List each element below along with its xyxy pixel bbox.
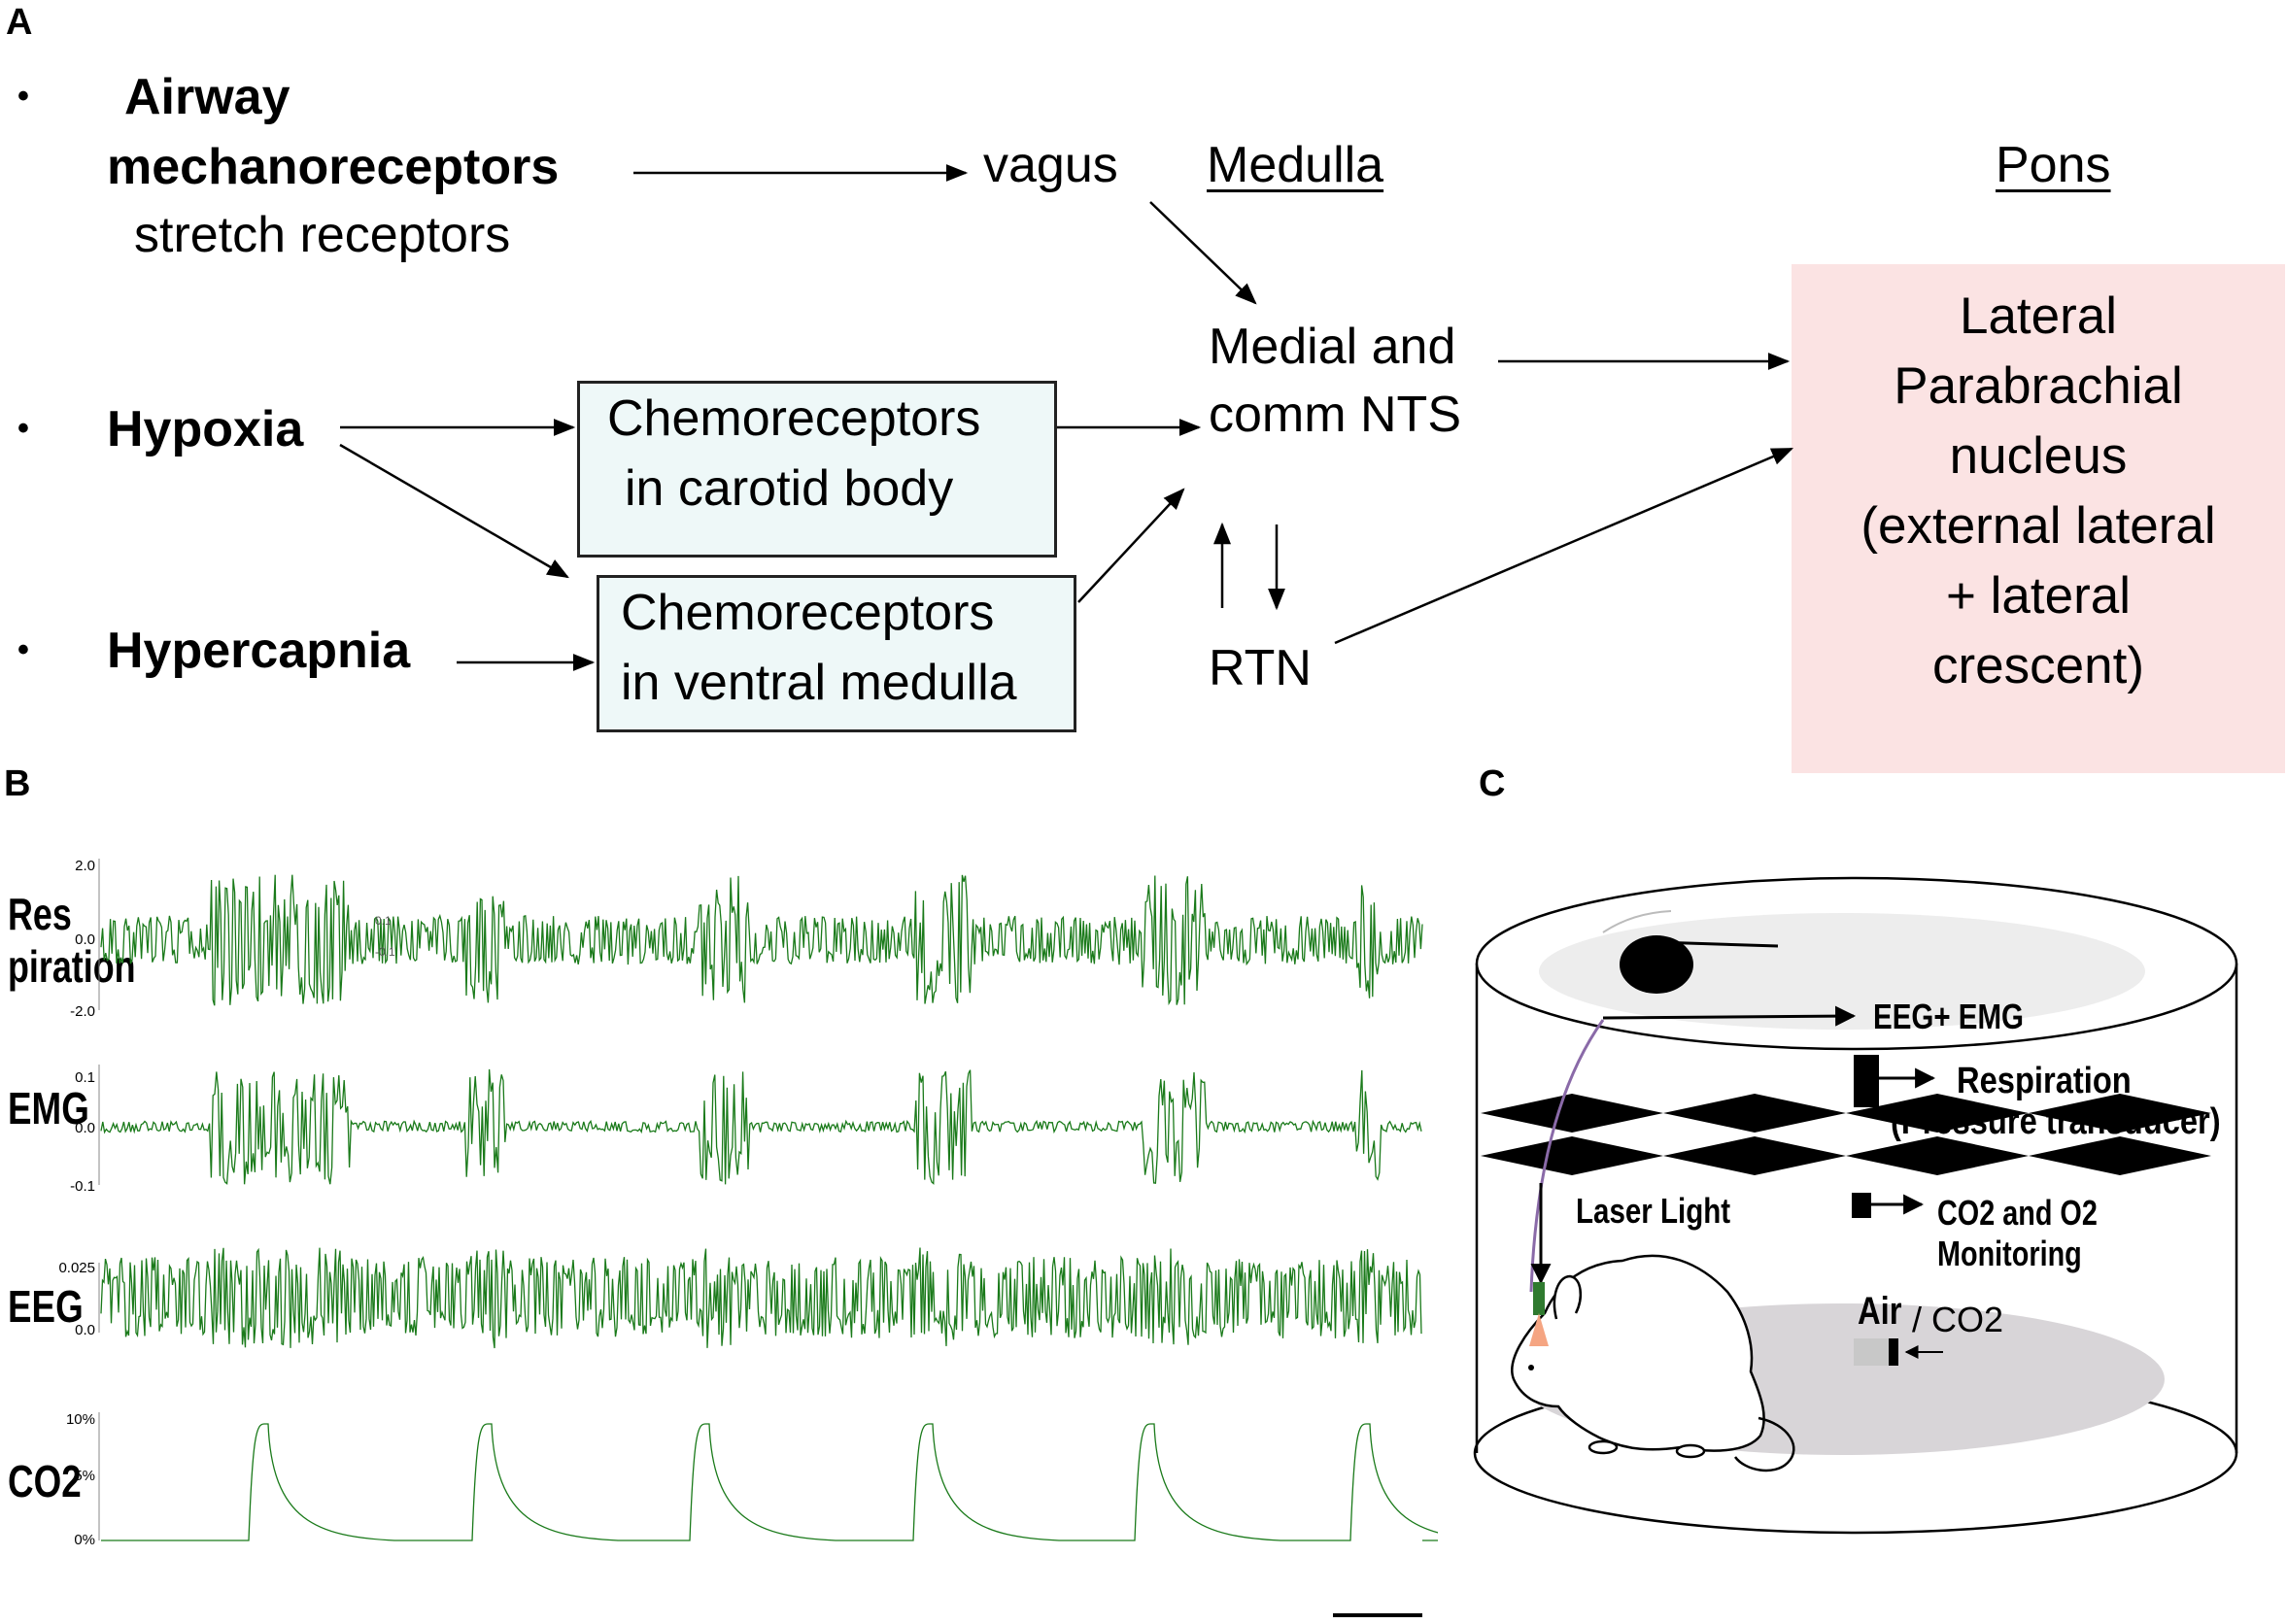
nts-line-2: comm NTS (1209, 387, 1461, 443)
eeg-label: EEG (8, 1281, 84, 1332)
pons-line-4: (external lateral (1860, 497, 2216, 555)
stretch-receptors-label: stretch receptors (134, 207, 511, 263)
air-inlet-cap (1889, 1338, 1898, 1366)
mesh-floor (1481, 1094, 2211, 1175)
resp-tick-bot: -2.0 (70, 1003, 95, 1020)
resp-marker-bot: -0.1 (375, 945, 395, 959)
pons-line-5: + lateral (1945, 567, 2132, 625)
panel-c-letter: C (1479, 763, 1506, 804)
ventral-line-2: in ventral medulla (621, 655, 1017, 711)
eeg-emg-text: EEG+ EMG (1873, 997, 2025, 1036)
emg-tick-mid: 0.0 (75, 1120, 95, 1136)
air-inlet-port (1854, 1338, 1889, 1366)
co2-tick-top: 10% (66, 1411, 95, 1428)
co2-tick-bot: 0% (74, 1532, 95, 1548)
co2-o2-monitoring-text: CO2 and O2 Monitoring (1937, 1193, 2098, 1273)
eeg-tick-top: 0.025 (58, 1260, 95, 1276)
fiber-cable (1529, 1019, 1605, 1293)
carotid-chemoreceptor-box: Chemoreceptors in carotid body (577, 381, 1057, 558)
eeg-trace (100, 1247, 1422, 1349)
bullet-hypercapnia: • (17, 631, 29, 668)
co2-label: CO2 (8, 1456, 82, 1506)
bullet-hypoxia: • (17, 410, 29, 447)
eeg-tick-mid: 0.0 (75, 1322, 95, 1338)
respiration-port (1854, 1055, 1879, 1107)
arrow-hypoxia-ventral (339, 443, 569, 579)
resp-tick-mid: 0.0 (75, 931, 95, 948)
co2-tick-mid: 5% (74, 1468, 95, 1484)
emg-tick-top: 0.1 (75, 1069, 95, 1086)
carotid-line-1: Chemoreceptors (607, 390, 981, 447)
respiration-trace (100, 874, 1423, 1006)
resp-marker-top: 0.1 (375, 914, 392, 928)
emg-trace (100, 1068, 1422, 1185)
physiology-traces: 2.0 0.0 -2.0 0.1 0.0 -0.1 0.025 0.0 10% … (58, 858, 1438, 1617)
panel-a-arrows (339, 164, 1794, 671)
ventral-medulla-chemoreceptor-box: Chemoreceptors in ventral medulla (597, 575, 1076, 732)
gas-monitor-port (1852, 1193, 1871, 1218)
eeg-emg-arrow (1602, 1005, 1857, 1027)
ventral-line-1: Chemoreceptors (621, 585, 995, 641)
rtn-label: RTN (1209, 640, 1312, 696)
resp-tick-top: 2.0 (75, 858, 95, 874)
pons-line-3: nucleus (1949, 427, 2128, 485)
co2-inlet-text: / CO2 (1912, 1300, 2004, 1339)
vagus-label: vagus (983, 137, 1118, 193)
chamber-diagram (1473, 876, 2238, 1535)
pons-heading: Pons (1996, 137, 2111, 193)
emg-tick-bot: -0.1 (70, 1178, 95, 1195)
parabrachial-nucleus-box: Lateral Parabrachial nucleus (external l… (1792, 264, 2285, 773)
co2-trace (101, 1423, 1438, 1541)
pons-line-1: Lateral (1959, 288, 2118, 345)
arrow-rtn-pons (1334, 447, 1794, 645)
medulla-heading: Medulla (1207, 137, 1384, 193)
respiration-text: Respiration (1957, 1061, 2132, 1101)
nts-label: Medial and comm NTS (1209, 313, 1461, 449)
mouse-illustration (1511, 1254, 1795, 1472)
connector-wire (1656, 940, 1779, 948)
bullet-airway: • (17, 78, 29, 115)
pons-line-6: crescent) (1932, 637, 2144, 694)
respiration-label: Res piration (8, 888, 136, 993)
air-text: Air (1858, 1290, 1902, 1333)
pons-line-2: Parabrachial (1894, 357, 2183, 415)
laser-cone (1529, 1313, 1549, 1346)
panel-b-letter: B (4, 763, 31, 804)
laser-light-text: Laser Light (1576, 1191, 1731, 1231)
airway-label: Airway (124, 69, 290, 125)
mouse-eye (1528, 1365, 1534, 1370)
panel-a-letter: A (6, 2, 33, 43)
hypoxia-label: Hypoxia (107, 401, 304, 457)
carotid-line-2: in carotid body (625, 460, 954, 517)
optic-implant (1533, 1282, 1545, 1315)
hypercapnia-label: Hypercapnia (107, 623, 411, 679)
pressure-transducer-text: (Pressure transducer) (1891, 1101, 2221, 1142)
nts-line-1: Medial and (1209, 319, 1456, 375)
emg-label: EMG (8, 1083, 89, 1133)
respiration-label-line-2: piration (8, 941, 136, 992)
arrow-vagus-nts (1149, 201, 1257, 305)
connector-head (1620, 935, 1693, 994)
respiration-label-line-1: Res (8, 889, 72, 939)
mechanoreceptors-label: mechanoreceptors (107, 139, 560, 195)
arrow-ventral-nts (1077, 488, 1185, 603)
